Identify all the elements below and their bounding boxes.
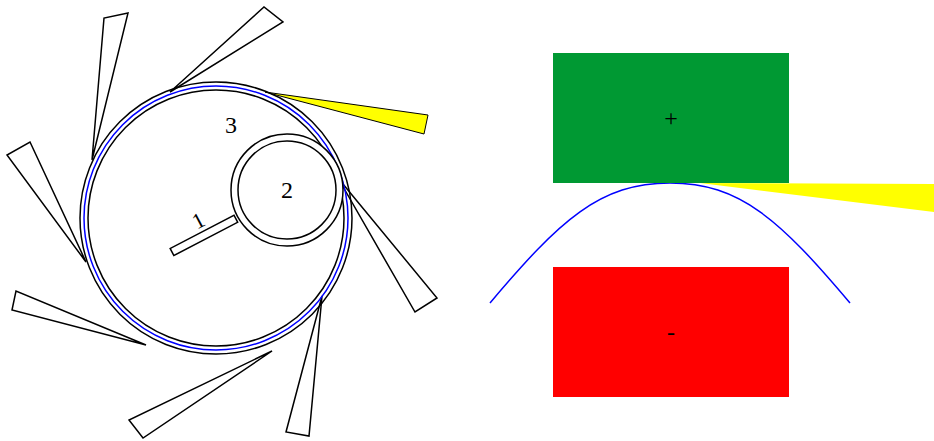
storage-ring: 32: [79, 81, 353, 355]
beamline: [7, 142, 86, 262]
callout-number: 2: [281, 178, 293, 202]
beamline: [12, 291, 146, 345]
beamline: [170, 7, 283, 92]
beamline: [338, 178, 437, 312]
electron-orbit: [84, 86, 348, 350]
magnet-pole: +: [553, 53, 789, 183]
booster-wall: [238, 141, 336, 239]
polarity-sign: +: [664, 106, 678, 130]
callout-number: 1: [188, 209, 208, 234]
beamline: [129, 351, 272, 438]
ring-wall: [80, 82, 352, 354]
booster-ring: 2: [230, 133, 344, 247]
booster-wall: [231, 134, 343, 246]
beamline: [92, 13, 128, 160]
callout-number: 3: [225, 113, 237, 137]
beamlines: [7, 7, 437, 438]
polarity-sign: -: [667, 320, 675, 344]
ring-wall: [88, 90, 344, 346]
magnet-pole: -: [553, 267, 789, 397]
